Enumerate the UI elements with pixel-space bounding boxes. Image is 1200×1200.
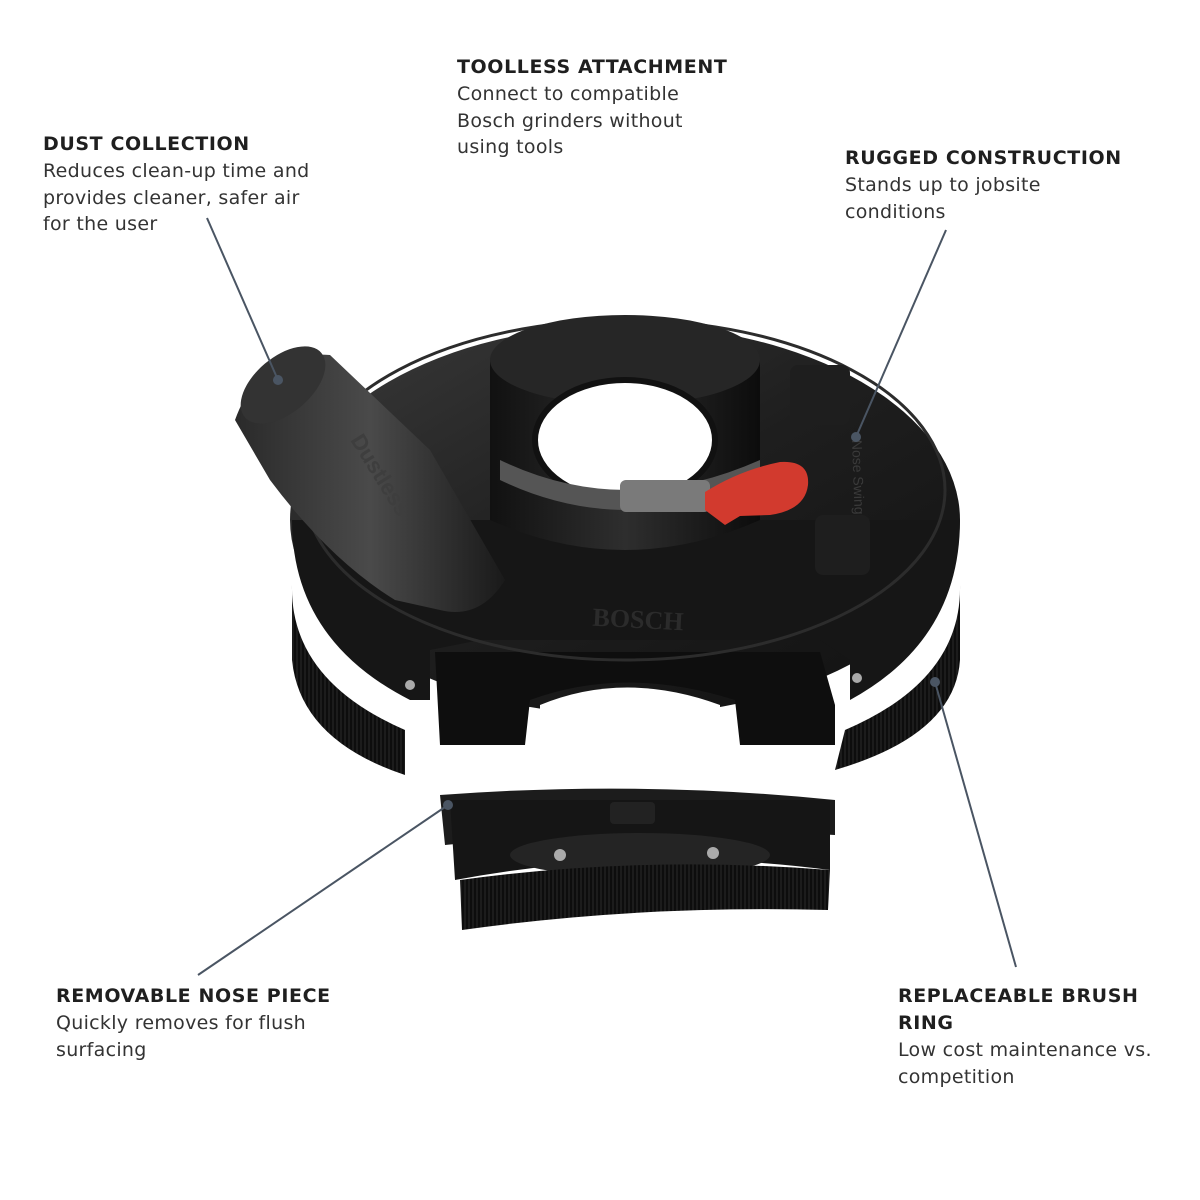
screw (405, 680, 415, 690)
description-line: competition (898, 1065, 1015, 1088)
callout-description: Reduces clean-up time and provides clean… (43, 158, 310, 238)
leader-line-brush (934, 681, 1017, 968)
description-line: Low cost maintenance vs. (898, 1039, 1152, 1061)
callout-dust-collection: DUST COLLECTION Reduces clean-up time an… (43, 131, 310, 238)
rugged-blocks: Nose Swing (790, 365, 870, 575)
nose-piece (440, 788, 835, 930)
callout-replaceable-brush-ring: REPLACEABLE BRUSH RING Low cost maintena… (898, 983, 1152, 1090)
side-embossing: Nose Swing (849, 440, 868, 515)
callout-title: REPLACEABLE BRUSH RING (898, 983, 1152, 1037)
description-line: Quickly removes for flush (56, 1012, 306, 1034)
clamp-housing (620, 480, 710, 512)
screw (852, 673, 862, 683)
leader-line-dust (206, 217, 279, 381)
description-line: conditions (845, 200, 946, 223)
callout-title: REMOVABLE NOSE PIECE (56, 985, 331, 1007)
brush-ring (291, 585, 961, 775)
brand-embossing: BOSCH (592, 603, 684, 637)
callout-description: Stands up to jobsite conditions (845, 172, 1122, 225)
callout-removable-nose-piece: REMOVABLE NOSE PIECE Quickly removes for… (56, 983, 331, 1063)
leader-line-nose (197, 804, 449, 976)
callout-description: Low cost maintenance vs. competition (898, 1037, 1152, 1090)
dust-port: Dustless (235, 346, 505, 612)
callout-description: Connect to compatible Bosch grinders wit… (457, 81, 727, 161)
callout-toolless-attachment: TOOLLESS ATTACHMENT Connect to compatibl… (457, 54, 727, 161)
description-line: provides cleaner, safer air (43, 186, 300, 209)
callout-title: DUST COLLECTION (43, 133, 250, 155)
description-line: Connect to compatible (457, 83, 680, 105)
description-line: Reduces clean-up time and (43, 160, 310, 182)
description-line: for the user (43, 213, 158, 235)
callout-title: RUGGED CONSTRUCTION (845, 147, 1122, 169)
leader-lines (197, 217, 1017, 976)
collar (490, 315, 760, 550)
description-line: Bosch grinders without (457, 109, 683, 132)
leader-line-rugged (855, 229, 947, 438)
callout-description: Quickly removes for flush surfacing (56, 1010, 331, 1063)
callout-rugged-construction: RUGGED CONSTRUCTION Stands up to jobsite… (845, 145, 1122, 225)
description-line: using tools (457, 136, 564, 158)
title-line: REPLACEABLE BRUSH (898, 985, 1139, 1007)
description-line: surfacing (56, 1038, 147, 1061)
callout-title: TOOLLESS ATTACHMENT (457, 56, 728, 78)
title-line: RING (898, 1012, 954, 1034)
clamp-knob (705, 461, 809, 525)
description-line: Stands up to jobsite (845, 174, 1041, 196)
